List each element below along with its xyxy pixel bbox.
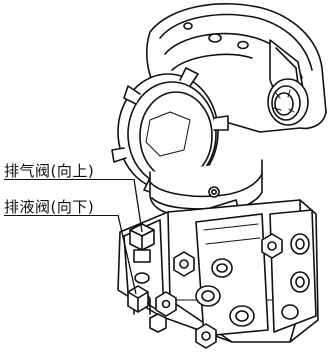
drain-valve-label: 排液阀(向下) (4, 198, 95, 216)
drain-valve (127, 285, 177, 317)
flange-ports (195, 233, 310, 327)
vent-valve-leader-line (4, 179, 134, 180)
vent-valve-label: 排气阀(向上) (4, 162, 95, 180)
flange-bolts (149, 233, 283, 349)
drain-valve-leader-line (4, 215, 118, 216)
conduit-port (267, 78, 309, 126)
front-cover (111, 67, 229, 195)
